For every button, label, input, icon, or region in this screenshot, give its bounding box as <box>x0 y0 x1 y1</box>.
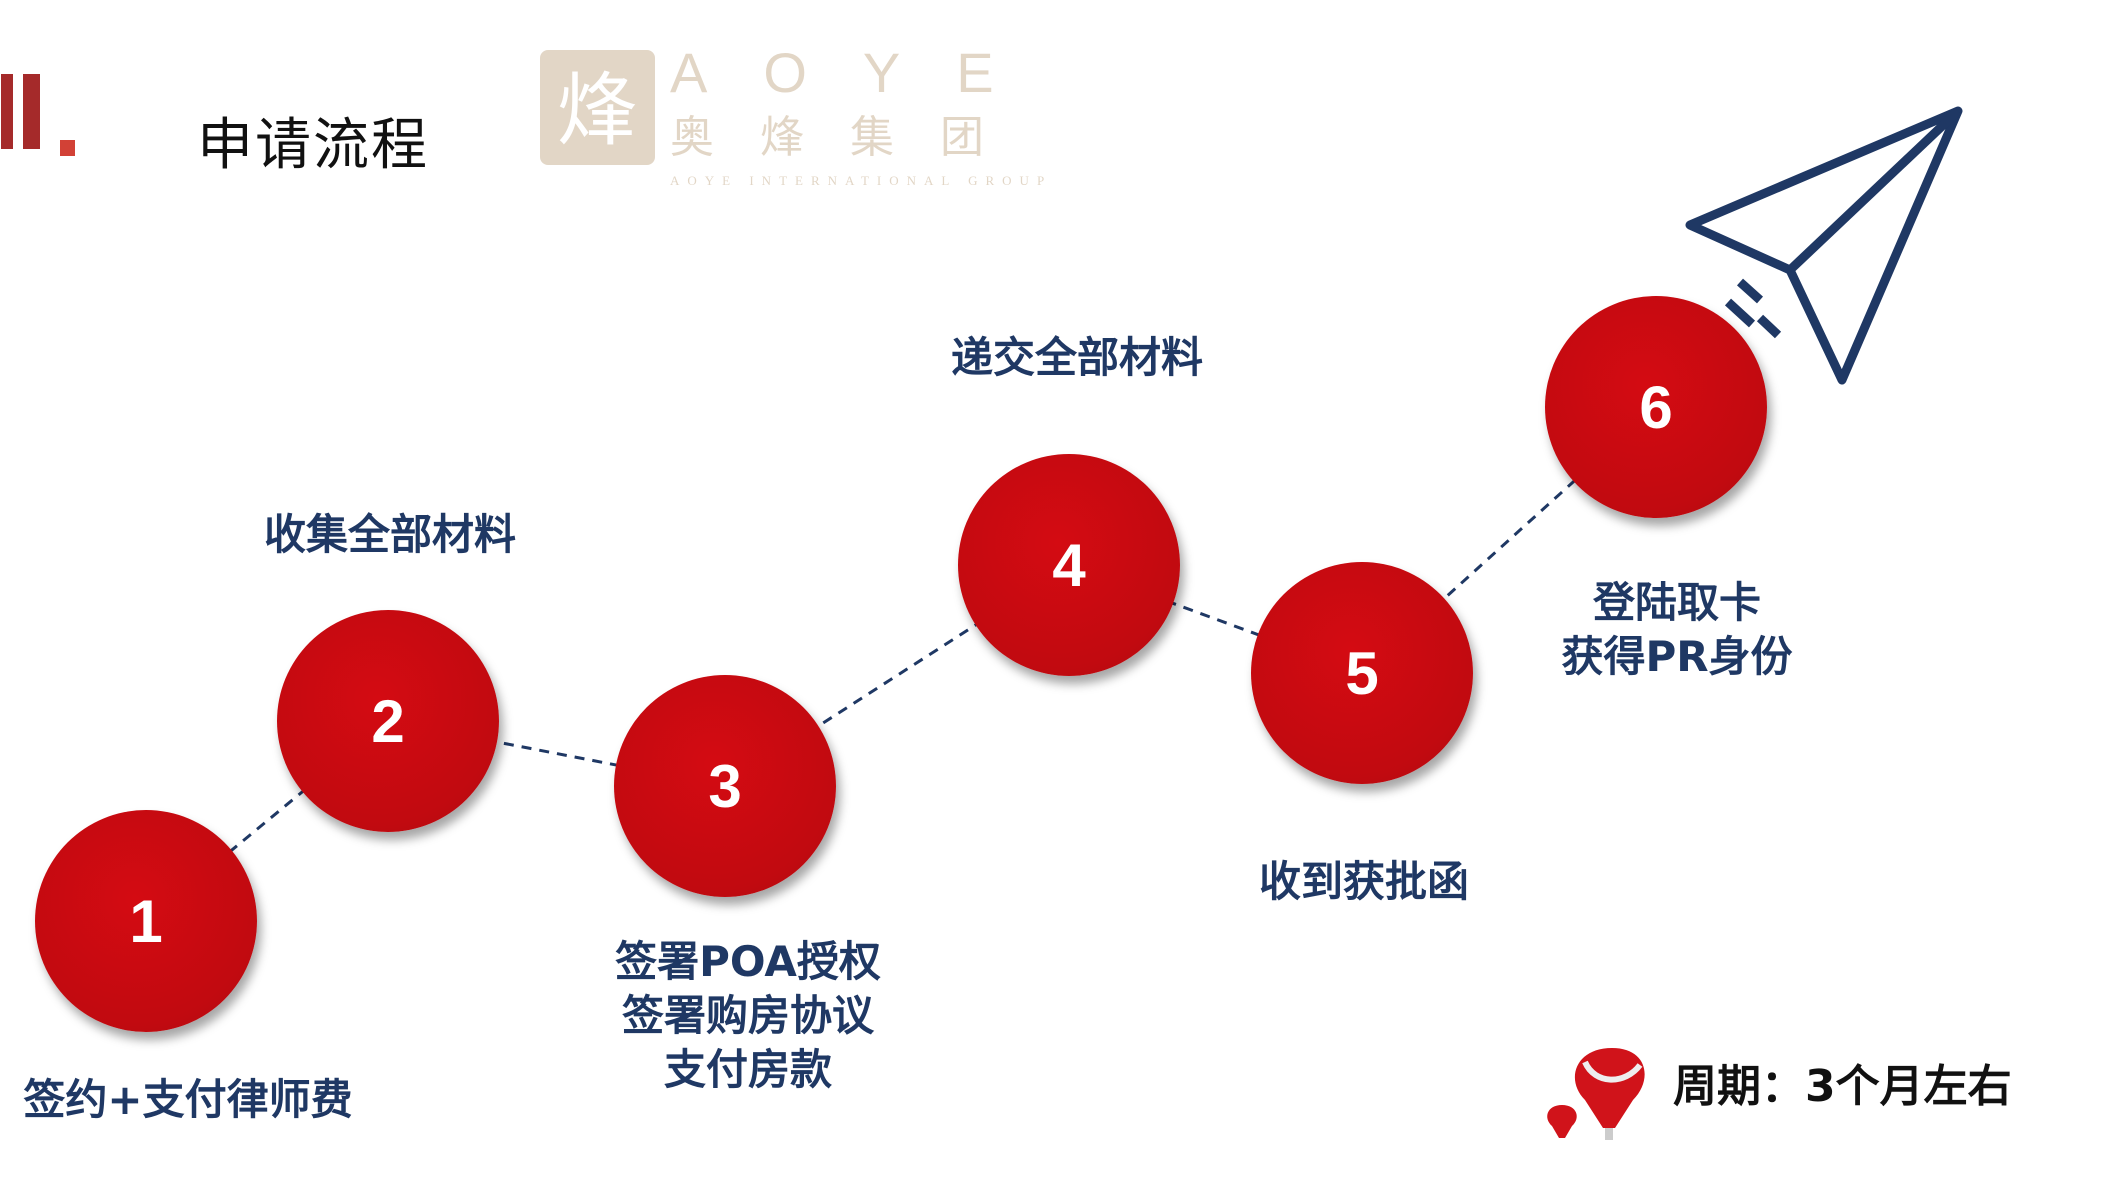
step-5-circle: 5 <box>1251 562 1473 784</box>
balloon-icon <box>1547 1048 1645 1140</box>
watermark-chinese: 奥烽集团 <box>670 112 1030 163</box>
section-dot <box>60 140 75 156</box>
step-3-circle: 3 <box>614 675 836 897</box>
watermark-brand: AOYE <box>670 41 1050 104</box>
label-line: 收集全部材料 <box>263 510 517 559</box>
svg-text:烽: 烽 <box>557 64 637 157</box>
label-line: 支付房款 <box>663 1045 832 1094</box>
watermark-sub: AOYE INTERNATIONAL GROUP <box>670 173 1052 188</box>
step-2-label: 收集全部材料 <box>264 508 516 562</box>
label-line: 获得PR身份 <box>1561 632 1793 681</box>
page-title: 申请流程 <box>197 113 429 178</box>
label-line: 登陆取卡 <box>1592 578 1761 627</box>
step-6-label: 登陆取卡 获得PR身份 <box>1561 576 1792 684</box>
step-2-circle: 2 <box>277 610 499 832</box>
step-3-label: 签署POA授权 签署购房协议 支付房款 <box>615 935 881 1097</box>
label-line: 签署购房协议 <box>621 991 874 1040</box>
section-bar <box>1 74 13 149</box>
step-5-label: 收到获批函 <box>1259 855 1469 909</box>
section-bar <box>23 74 40 149</box>
paper-plane-icon <box>1685 106 1963 385</box>
watermark-logo: 烽 AOYE 奥烽集团 AOYE INTERNATIONAL GROUP <box>540 40 1120 190</box>
label-line: 递交全部材料 <box>950 333 1204 382</box>
period-text: 周期：3个月左右 <box>1673 1061 2012 1112</box>
label-line: 签约+支付律师费 <box>23 1075 353 1124</box>
step-4-circle: 4 <box>958 454 1180 676</box>
step-1-label: 签约+支付律师费 <box>23 1073 352 1127</box>
label-line: 签署POA授权 <box>615 937 881 986</box>
step-6-circle: 6 <box>1545 296 1767 518</box>
step-1-circle: 1 <box>35 810 257 1032</box>
step-4-label: 递交全部材料 <box>951 331 1203 385</box>
label-line: 收到获批函 <box>1258 857 1470 906</box>
